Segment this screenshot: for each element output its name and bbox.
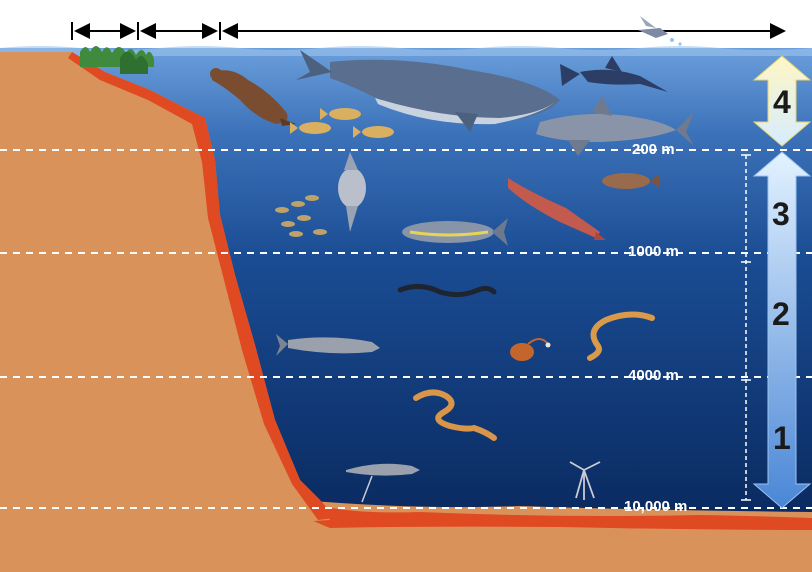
zone-label-1: 1 <box>773 422 791 454</box>
depth-label-4000: 4000 m <box>628 368 679 383</box>
depth-label-10000: 10,000 m <box>624 499 687 514</box>
zone-label-2: 2 <box>772 298 790 330</box>
zone-label-4: 4 <box>773 86 791 118</box>
zone-label-3: 3 <box>772 198 790 230</box>
depth-label-1000: 1000 m <box>628 244 679 259</box>
depth-label-200: 200 m <box>632 142 675 157</box>
zone-width-arrows <box>72 22 784 40</box>
